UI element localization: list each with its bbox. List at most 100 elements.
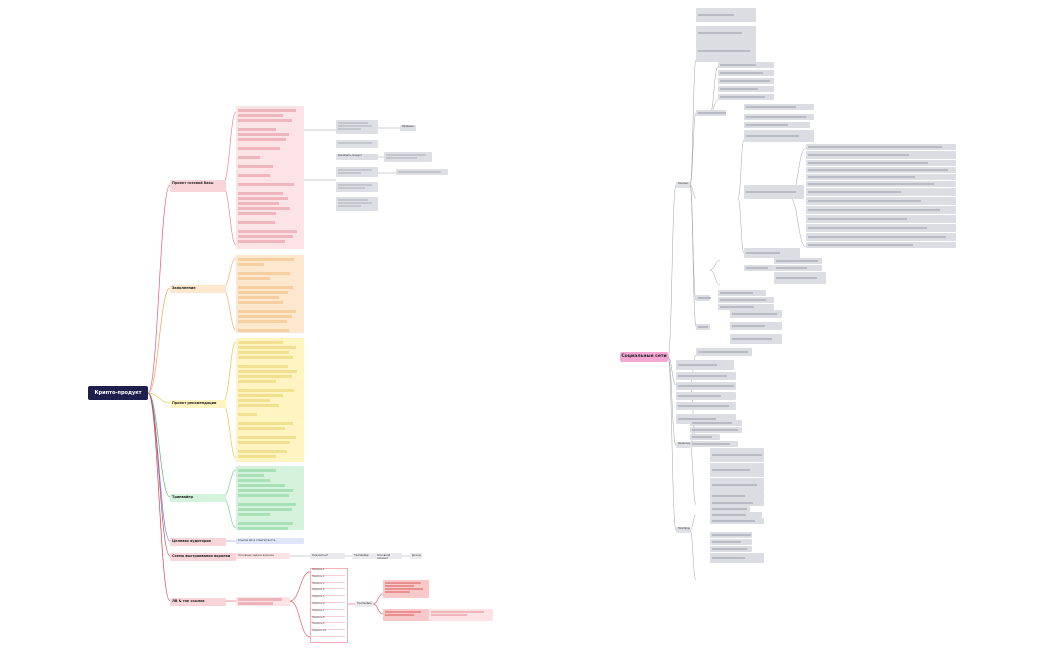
right-root-node[interactable]: Социальные сети [620, 352, 668, 362]
right-detail-node[interactable] [730, 310, 782, 318]
right-detail-text [712, 495, 746, 497]
right-detail-text [808, 146, 942, 148]
right-detail-node[interactable] [806, 174, 956, 180]
right-detail-node[interactable] [730, 322, 782, 330]
right-detail-node[interactable] [676, 402, 736, 410]
right-detail-node[interactable] [710, 553, 764, 563]
right-detail-node[interactable] [806, 233, 956, 241]
right-detail-text [692, 436, 713, 438]
funnel-step-tripwire: Трипвайер [352, 553, 375, 559]
right-detail-node[interactable] [690, 420, 742, 426]
right-detail-node[interactable] [806, 188, 956, 196]
right-detail-text [746, 252, 781, 254]
right-detail-node[interactable] [806, 215, 956, 223]
branch-filling[interactable]: Заполнение [170, 285, 226, 293]
right-detail-node[interactable] [696, 8, 756, 22]
lv-item[interactable]: Подпись 10 [311, 629, 345, 637]
right-detail-node[interactable] [718, 78, 774, 84]
right-detail-node[interactable] [696, 40, 756, 62]
right-detail-node[interactable] [744, 114, 814, 120]
right-detail-node[interactable] [806, 151, 956, 159]
lv-item[interactable]: Подпись 7 [311, 609, 345, 617]
right-detail-node[interactable] [690, 434, 720, 440]
branch-tripwire[interactable]: Трипвайер [170, 494, 226, 502]
lv-tripwire-node[interactable]: Трипвайер [355, 601, 373, 607]
branch-label: Схема выстраивания воронки [172, 554, 231, 558]
right-detail-node[interactable] [718, 290, 766, 296]
right-detail-node[interactable] [744, 104, 814, 110]
right-detail-node[interactable] [806, 224, 956, 232]
right-detail-node[interactable] [710, 518, 764, 524]
right-detail-node[interactable] [774, 265, 822, 271]
right-detail-text [678, 405, 729, 407]
right-detail-node[interactable] [806, 144, 956, 150]
right-detail-node[interactable] [806, 206, 956, 214]
right-detail-node[interactable] [718, 62, 774, 68]
right-detail-node[interactable] [690, 441, 738, 447]
right-detail-node[interactable] [718, 94, 774, 100]
right-detail-node[interactable] [710, 500, 764, 506]
right-detail-node[interactable] [806, 197, 956, 205]
right-detail-node[interactable] [696, 110, 727, 116]
lv-note-top [383, 580, 429, 598]
right-detail-node[interactable] [806, 167, 956, 173]
right-detail-node[interactable] [744, 248, 800, 258]
right-detail-node[interactable] [696, 324, 710, 330]
right-detail-node[interactable] [710, 512, 762, 518]
right-detail-node[interactable] [806, 242, 956, 248]
right-detail-node[interactable] [710, 539, 752, 545]
right-branch-content[interactable]: Контент [676, 182, 690, 188]
right-detail-node[interactable] [676, 382, 736, 390]
right-detail-node[interactable] [744, 265, 774, 271]
right-detail-node[interactable] [774, 258, 822, 264]
right-detail-node[interactable] [676, 414, 736, 424]
right-detail-node[interactable] [696, 348, 752, 356]
right-detail-node[interactable] [710, 492, 764, 500]
lv-item[interactable]: Подпись 1 [311, 568, 345, 576]
right-detail-text [746, 191, 796, 193]
right-branch-analytics[interactable]: Аналитика [676, 442, 690, 448]
branch-lv-links[interactable]: ЛВ & ток ссылок [170, 598, 226, 606]
right-branch-platforms[interactable]: Платформы [676, 527, 690, 533]
right-detail-text [720, 292, 754, 294]
lv-item[interactable]: Подпись 6 [311, 602, 345, 610]
branch-target-audience[interactable]: Целевая аудитория [170, 538, 226, 546]
right-detail-node[interactable] [676, 360, 734, 370]
left-root-node[interactable]: Крипто-продукт [88, 386, 148, 400]
right-detail-node[interactable] [710, 506, 750, 512]
right-detail-node[interactable] [696, 26, 756, 40]
right-detail-node[interactable] [710, 532, 752, 538]
right-detail-node[interactable] [710, 478, 764, 492]
right-detail-node[interactable] [774, 272, 826, 284]
right-detail-node[interactable] [718, 304, 774, 310]
right-detail-node[interactable] [730, 334, 782, 344]
right-detail-node[interactable] [718, 70, 774, 76]
lv-item[interactable]: Подпись 8 [311, 616, 345, 624]
lv-item[interactable]: Подпись 9 [311, 623, 345, 631]
lv-item[interactable]: Подпись 4 [311, 589, 345, 597]
side-node-4 [336, 167, 378, 177]
right-detail-node[interactable] [696, 295, 711, 301]
lv-item[interactable]: Подпись 2 [311, 575, 345, 583]
right-detail-node[interactable] [710, 463, 764, 477]
right-detail-node[interactable] [718, 86, 774, 92]
right-detail-node[interactable] [806, 160, 956, 166]
right-detail-node[interactable] [676, 392, 736, 400]
right-detail-node[interactable] [676, 372, 736, 380]
right-detail-node[interactable] [744, 130, 814, 142]
right-detail-node[interactable] [718, 297, 774, 303]
branch-recommendation[interactable]: Проект рекомендации [170, 400, 226, 408]
right-detail-text [732, 313, 777, 315]
lv-item[interactable]: Подпись 5 [311, 595, 345, 603]
right-detail-text [698, 14, 734, 16]
branch-funnel[interactable]: Схема выстраивания воронки [170, 553, 236, 561]
right-detail-node[interactable] [690, 427, 742, 433]
lv-item[interactable]: Подпись 3 [311, 582, 345, 590]
right-detail-node[interactable] [710, 546, 752, 552]
right-detail-node[interactable] [710, 448, 764, 462]
branch-ready-base[interactable]: Проект готовой базы [170, 180, 226, 192]
right-detail-node[interactable] [744, 122, 810, 128]
right-detail-node[interactable] [744, 185, 804, 199]
right-detail-node[interactable] [806, 181, 956, 187]
